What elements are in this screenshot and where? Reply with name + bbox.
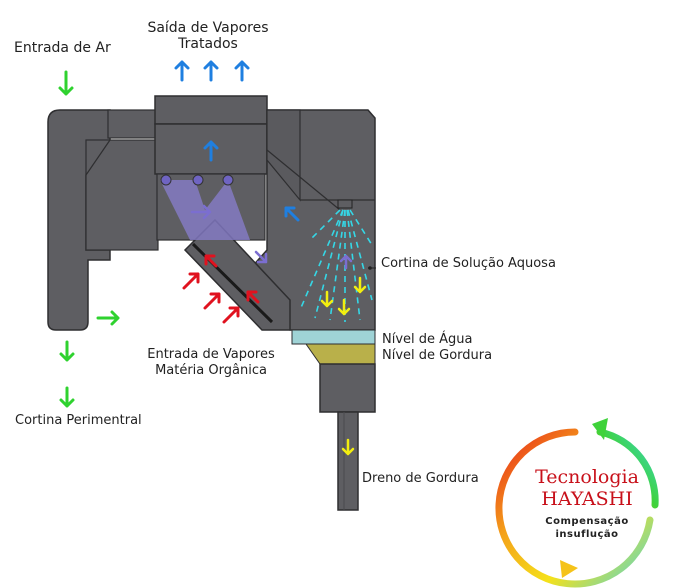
label-saida-vapores-line1: Saída de Vapores <box>147 20 269 36</box>
nozzle-left <box>160 174 172 186</box>
logo-line2: HAYASHI <box>541 488 633 510</box>
logo-line1: Tecnologia <box>535 466 639 488</box>
ring-arrow-head-bottom <box>560 560 578 578</box>
lower-sump <box>319 363 376 413</box>
label-entrada-vapores-line2: Matéria Orgânica <box>155 363 267 378</box>
label-entrada-vapores: Entrada de Vapores Matéria Orgânica <box>136 347 286 379</box>
arrows <box>58 60 367 456</box>
logo-line4: insuflução <box>555 529 619 540</box>
logo-line3: Compensação <box>545 516 629 527</box>
purple-arrows <box>190 204 353 270</box>
label-entrada-ar: Entrada de Ar <box>14 40 111 56</box>
label-dreno-gordura: Dreno de Gordura <box>362 471 479 486</box>
green-air-arrows <box>58 70 120 408</box>
nozzle-right <box>222 174 234 186</box>
vapor-treatment-zone <box>160 174 250 240</box>
ring-arrow-head-top <box>592 418 608 440</box>
top-left-channel <box>107 109 159 139</box>
blue-outlet-arrows <box>174 60 300 222</box>
label-cortina-perimentral: Cortina Perimentral <box>15 413 142 428</box>
nozzle-middle <box>192 174 204 186</box>
hayashi-logo <box>495 418 659 588</box>
label-entrada-vapores-line1: Entrada de Vapores <box>147 347 275 362</box>
water-level-layer <box>291 329 376 345</box>
label-saida-vapores-line2: Tratados <box>178 36 238 52</box>
perimeter-column <box>47 109 111 331</box>
outlet-duct <box>154 95 268 125</box>
label-saida-vapores: Saída de Vapores Tratados <box>128 20 288 52</box>
red-vapor-arrows <box>182 254 260 324</box>
label-nivel-gordura: Nível de Gordura <box>382 348 493 363</box>
yellow-grease-arrows <box>320 276 367 456</box>
grease-level-layer <box>305 343 376 365</box>
drain-pipe <box>337 411 359 511</box>
label-nivel-agua: Nível de Água <box>382 332 473 347</box>
label-cortina-solucao: Cortina de Solução Aquosa <box>381 256 556 271</box>
